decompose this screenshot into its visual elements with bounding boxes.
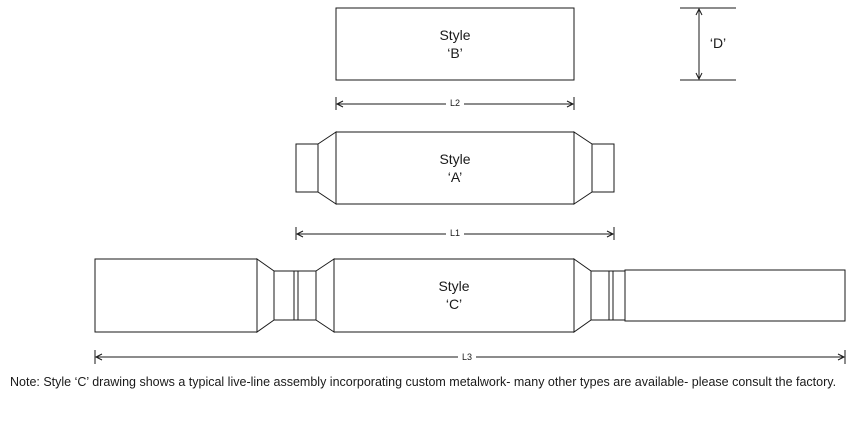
dimension-l3: L3: [94, 349, 846, 364]
dimension-l3-left-arrow: [94, 353, 103, 361]
dimension-l2-label: L2: [450, 98, 460, 108]
style-b-body: [335, 7, 575, 81]
dimension-l3-right-arrow: [837, 353, 846, 361]
style-c-left-inner-taper: [315, 258, 335, 333]
dimension-d-label: ‘D’: [710, 35, 726, 51]
dimension-l2: L2: [335, 96, 575, 110]
style-a-right-taper: [573, 131, 593, 205]
style-c-right-inner-taper: [573, 258, 592, 333]
style-a-left-taper: [317, 131, 337, 205]
style-c-label-line2: ‘C’: [446, 296, 462, 312]
dimension-l1: L1: [295, 226, 615, 240]
dimension-d: ‘D’: [680, 7, 736, 81]
dimension-l1-right-arrow: [606, 230, 615, 238]
style-a-right-end-fitting: [591, 143, 615, 193]
style-a-label-line2: ‘A’: [448, 169, 463, 185]
dimension-l2-left-arrow: [335, 100, 344, 108]
style-a-body: [335, 131, 575, 205]
dimension-d-top-arrow: [695, 7, 703, 16]
style-c-drawing: Style ‘C’: [94, 258, 846, 333]
style-c-body: [333, 258, 575, 333]
dimension-l1-left-arrow: [295, 230, 304, 238]
style-a-left-end-fitting: [295, 143, 319, 193]
style-c-left-metalwork: [94, 258, 258, 333]
dimension-l1-label: L1: [450, 228, 460, 238]
style-c-right-coupling: [590, 270, 626, 321]
style-a-drawing: Style ‘A’: [295, 131, 615, 205]
dimension-d-bottom-arrow: [695, 72, 703, 81]
style-c-left-coupling: [273, 270, 317, 321]
style-b-drawing: Style ‘B’: [335, 7, 575, 81]
style-a-label-line1: Style: [439, 151, 470, 167]
dimension-l2-right-arrow: [566, 100, 575, 108]
dimension-l3-label: L3: [462, 352, 472, 362]
style-b-label-line1: Style: [439, 27, 470, 43]
style-c-right-metalwork: [624, 269, 846, 322]
footnote-text: Note: Style ‘C’ drawing shows a typical …: [10, 375, 837, 389]
style-c-left-outer-taper: [256, 258, 275, 333]
style-b-label-line2: ‘B’: [447, 45, 463, 61]
style-c-label-line1: Style: [438, 278, 469, 294]
